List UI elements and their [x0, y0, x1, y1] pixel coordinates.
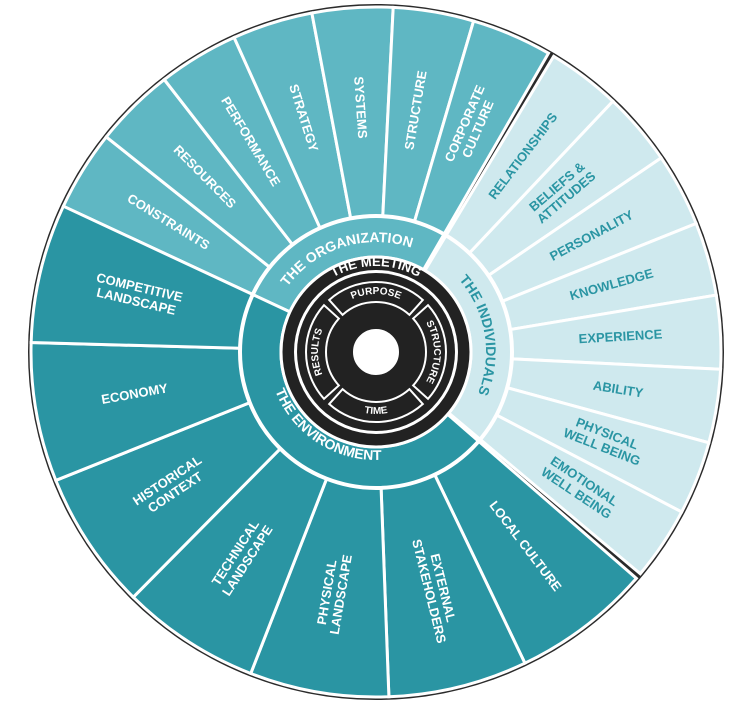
label-experience: EXPERIENCE	[578, 327, 663, 347]
quadrant-structure	[411, 303, 447, 401]
outer-segments	[28, 4, 724, 700]
quadrant-label-time: TIME	[364, 405, 389, 417]
center-hole	[353, 329, 399, 375]
quadrant-time	[327, 387, 425, 423]
quadrant-purpose	[327, 281, 425, 317]
quadrant-label-purpose: PURPOSE	[349, 286, 403, 302]
quadrant-label-results: RESULTS	[310, 327, 325, 378]
label-systems: SYSTEMS	[351, 76, 370, 139]
quadrant-results	[305, 303, 341, 401]
